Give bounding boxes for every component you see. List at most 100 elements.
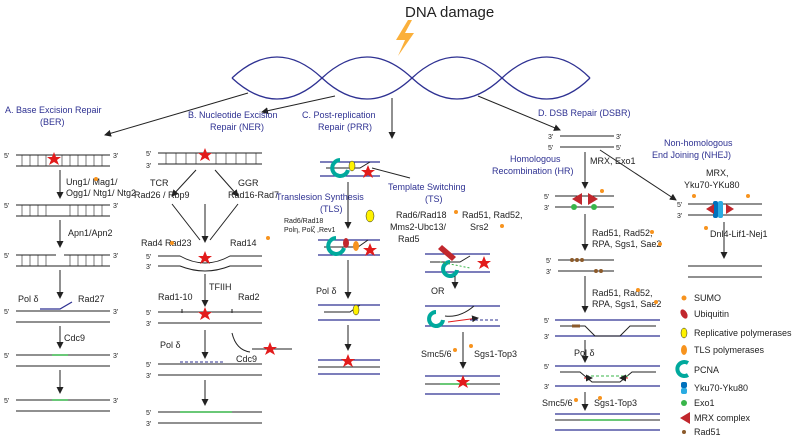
sumo-dot-icon (574, 398, 578, 402)
ber-apn-label: Apn1/Apn2 (68, 228, 113, 238)
tls-factors-line2: Polη, Polζ ,Rev1 (284, 227, 335, 234)
lesion-star-icon (363, 243, 377, 256)
hr-5prime: 5' (548, 145, 553, 152)
ts-column: Template Switching (TS) Rad6/Rad18 Mms2-… (371, 167, 523, 395)
ner-title-line1: B. Nucleotide Excision (188, 110, 278, 120)
ner-pol-label: Pol δ (160, 340, 181, 350)
mrx-complex-icon (706, 204, 714, 214)
ner-title-line2: Repair (NER) (210, 122, 264, 132)
tls-column: Translesion Synthesis (TLS) Rad6/Rad18 P… (276, 158, 380, 375)
ber-enzymes-line2: Ogg1/ Ntg1/ Ntg2 (66, 188, 136, 198)
hr-title-line2: Recombination (HR) (492, 166, 574, 176)
dna-helix (231, 56, 591, 100)
ber-5prime: 5' (4, 253, 9, 260)
sumo-dot-icon (658, 242, 662, 246)
ts-smc-label: Smc5/6 (421, 349, 452, 359)
nhej-dnl4-label: Dnl4-Lif1-Nej1 (710, 229, 768, 239)
nhej-column: Non-homologous End Joining (NHEJ) MRX, Y… (652, 138, 768, 278)
hr-5prime: 5' (544, 194, 549, 201)
tls-title: Translesion Synthesis (276, 192, 364, 202)
replicative-pol-icon (365, 209, 375, 223)
legend-label: Rad51 (694, 427, 721, 436)
ner-rad1-label: Rad1-10 (158, 292, 193, 302)
ner-3prime: 3' (146, 264, 151, 271)
legend-label: Yku70-Yku80 (694, 383, 748, 393)
mrx-complex-icon (726, 204, 734, 214)
lesion-star-icon (361, 165, 375, 178)
legend-sumo-icon (681, 295, 687, 301)
pathway-titles: A. Base Excision Repair (BER) B. Nucleot… (5, 105, 631, 132)
lesion-star-icon (198, 148, 212, 161)
lightning-bolt-icon (396, 20, 414, 56)
ts-rad51-line1: Rad51, Rad52, (462, 210, 523, 220)
sumo-dot-icon (266, 236, 270, 240)
replicative-pol-icon (348, 160, 356, 172)
lesion-star-icon (477, 256, 491, 269)
ner-rad4-label: Rad4 Rad23 (141, 238, 192, 248)
sumo-dot-icon (600, 189, 604, 193)
ts-factors-line2: Mms2-Ubc13/ (390, 222, 447, 232)
hr-3prime: 3' (544, 384, 549, 391)
legend: SUMO Ubiquitin Replicative polymerases T… (675, 293, 792, 436)
ber-cdc9-label: Cdc9 (64, 333, 85, 343)
legend-mrx-complex-icon (680, 412, 690, 424)
tls-pol-label: Pol δ (316, 286, 337, 296)
legend-pcna-icon (675, 360, 690, 378)
hr-column: Homologous Recombination (HR) MRX, Exo1 … (492, 134, 677, 431)
nhej-title-line1: Non-homologous (664, 138, 733, 148)
ubiquitin-icon (343, 238, 349, 248)
lesion-star-icon (198, 251, 212, 264)
lesion-star-icon (47, 152, 61, 165)
ner-5prime: 5' (146, 254, 151, 261)
ner-ggr-factors: Rad16-Rad7 (228, 190, 279, 200)
ber-5prime: 5' (4, 203, 9, 210)
tls-pol-icon (353, 241, 359, 251)
nhej-3prime: 3' (677, 213, 682, 220)
ber-3prime: 3' (113, 253, 118, 260)
legend-label: Replicative polymerases (694, 328, 792, 338)
hr-3prime: 3' (546, 269, 551, 276)
nhej-factors-line1: MRX, (706, 168, 729, 178)
hr-3prime: 3' (544, 334, 549, 341)
lesion-star-icon (456, 375, 470, 388)
ner-3prime: 3' (146, 421, 151, 428)
ber-5prime: 5' (4, 309, 9, 316)
prr-title-line2: Repair (PRR) (318, 122, 372, 132)
tls-factors-line1: Rad6/Rad18 (284, 218, 323, 225)
ber-5prime: 5' (4, 153, 9, 160)
ner-cdc9-label: Cdc9 (236, 354, 257, 364)
sumo-dot-icon (454, 210, 458, 214)
ner-5prime: 5' (146, 310, 151, 317)
ber-3prime: 3' (113, 353, 118, 360)
ner-3prime: 3' (146, 321, 151, 328)
hr-3prime: 3' (548, 134, 553, 141)
replicative-pol-icon (352, 304, 360, 316)
hr-3prime: 3' (544, 205, 549, 212)
hr-mrx-label: MRX, Exo1 (590, 156, 636, 166)
legend-label: SUMO (694, 293, 721, 303)
lesion-star-icon (341, 354, 355, 367)
legend-label: MRX complex (694, 413, 751, 423)
sumo-dot-icon (704, 226, 708, 230)
ber-3prime: 3' (113, 153, 118, 160)
dsbr-title: D. DSB Repair (DSBR) (538, 108, 631, 118)
ner-tfiih-label: TFIIH (209, 282, 232, 292)
ts-factors-line3: Rad5 (398, 234, 420, 244)
hr-pol-label: Pol δ (574, 348, 595, 358)
ner-5prime: 5' (146, 151, 151, 158)
mrx-complex-icon (588, 193, 598, 205)
mrx-complex-icon (572, 193, 582, 205)
ner-ggr-label: GGR (238, 178, 259, 188)
ber-pol-label: Pol δ (18, 294, 39, 304)
sumo-dot-icon (636, 288, 640, 292)
sumo-dot-icon (650, 230, 654, 234)
ber-3prime: 3' (113, 309, 118, 316)
ner-5prime: 5' (146, 362, 151, 369)
pcna-icon (330, 158, 350, 178)
hr-smc-label: Smc5/6 (542, 398, 573, 408)
hr-sgs-label: Sgs1-Top3 (594, 398, 637, 408)
diagram-title: DNA damage (405, 4, 494, 21)
pathway-arrows (104, 92, 561, 139)
ner-3prime: 3' (146, 373, 151, 380)
ner-rad14-label: Rad14 (230, 238, 257, 248)
